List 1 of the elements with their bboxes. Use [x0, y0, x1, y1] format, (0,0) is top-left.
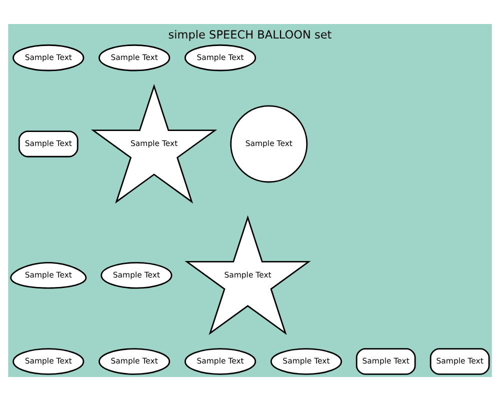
- diagram-title: simple SPEECH BALLOON set: [168, 28, 332, 42]
